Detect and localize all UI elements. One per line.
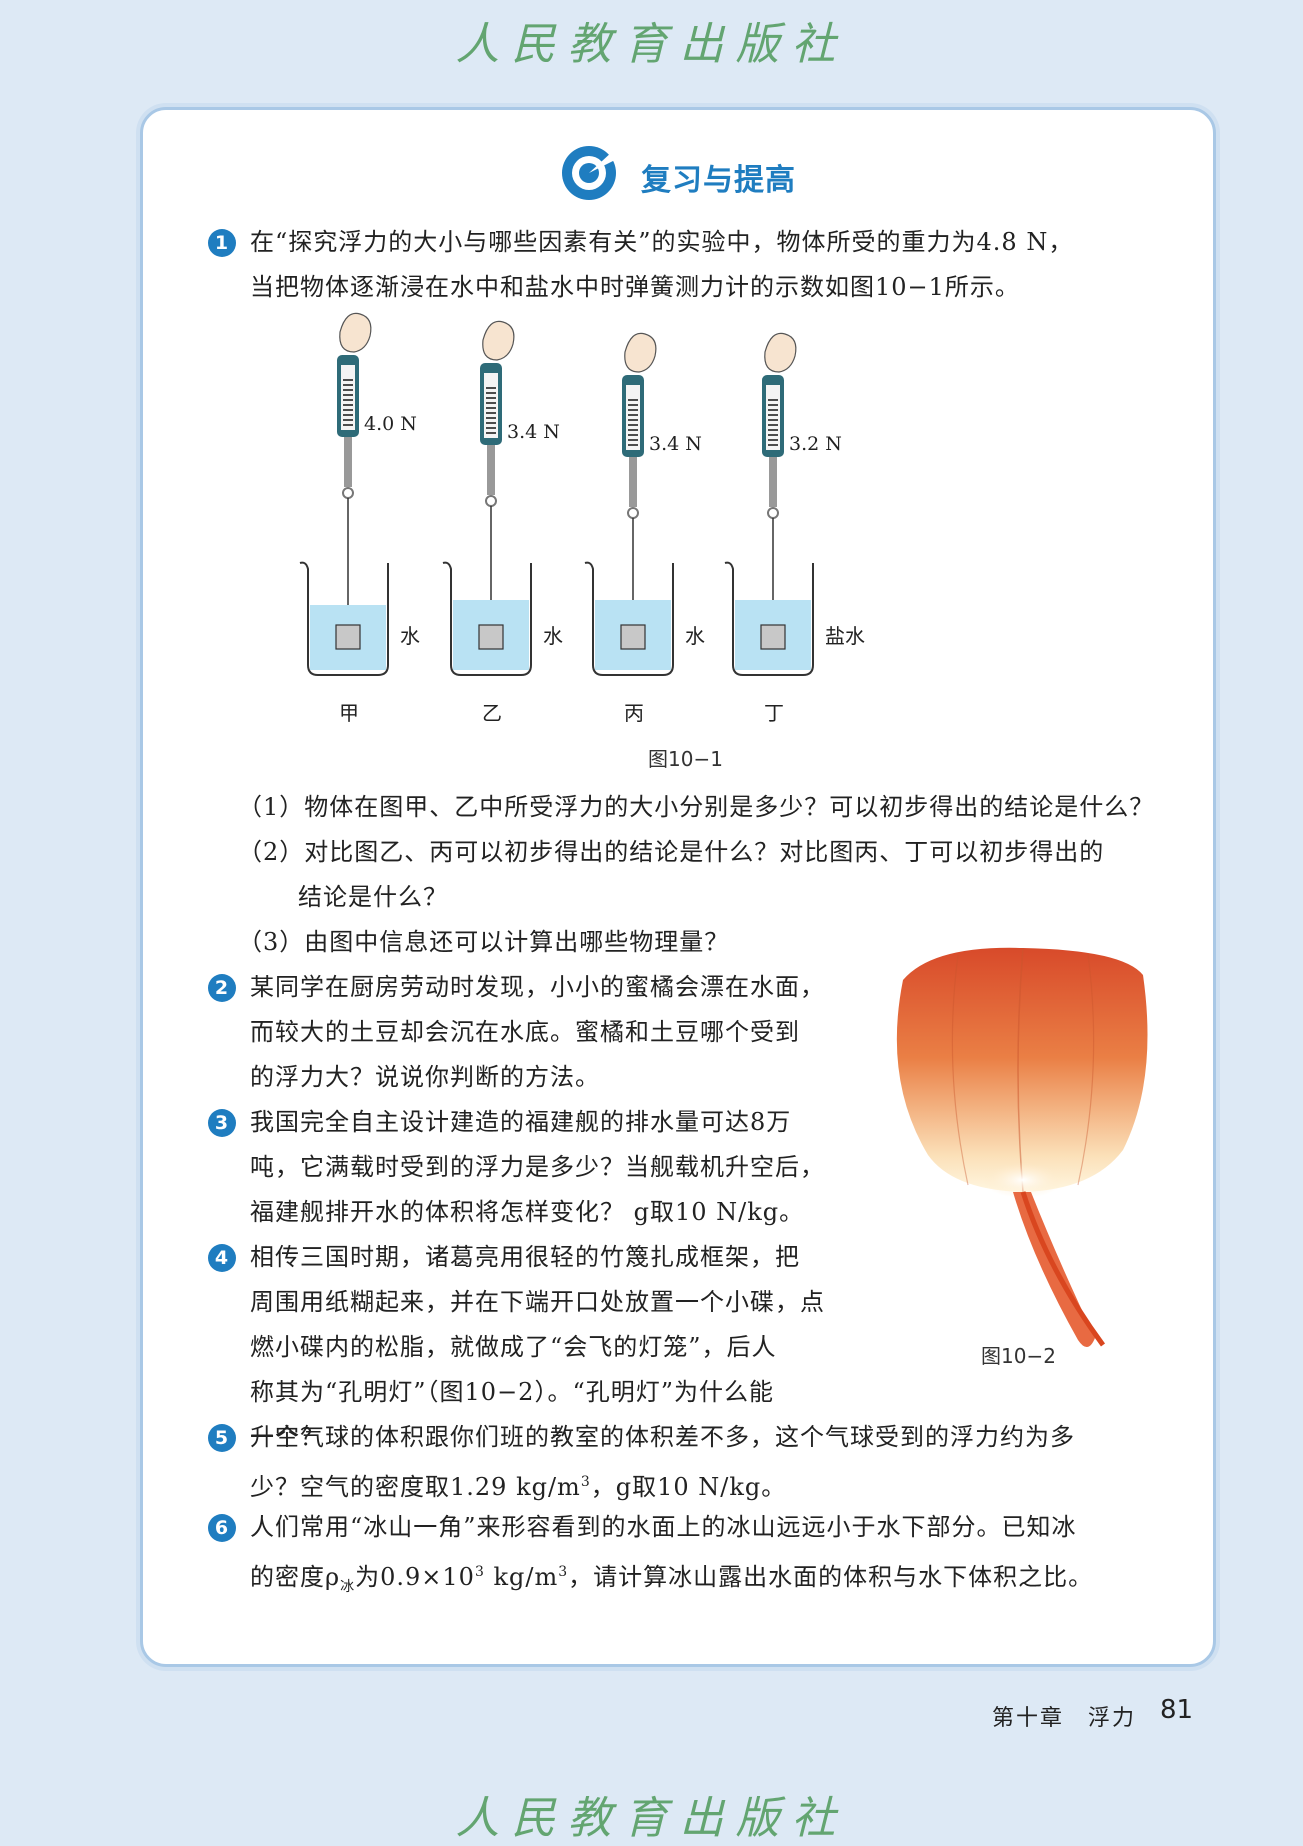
scale-reading: 3.2 N	[789, 433, 842, 455]
q4-line5: 升空？	[250, 1423, 325, 1451]
hand-icon	[764, 332, 797, 373]
hand-icon	[339, 312, 372, 353]
q5-line2-b: ，g取10 N/kg。	[590, 1473, 787, 1501]
q4-line4: 称其为“孔明灯”（图10−2）。“孔明灯”为什么能	[250, 1378, 774, 1406]
q6-line2: 的密度ρ冰为0.9×103 kg/m3，请计算冰山露出水面的体积与水下体积之比。	[250, 1550, 1093, 1610]
q1-sub2-line1: （2）对比图乙、丙可以初步得出的结论是什么？对比图丙、丁可以初步得出的	[238, 838, 1105, 866]
beaker-outline	[724, 561, 814, 676]
q5-line2: 少？空气的密度取1.29 kg/m3，g取10 N/kg。	[250, 1460, 786, 1510]
q5-line2-sup: 3	[580, 1474, 591, 1490]
question-number-2: 2	[208, 974, 236, 1002]
q4-line1: 相传三国时期，诸葛亮用很轻的竹篾扎成框架，把	[250, 1243, 800, 1271]
figure-10-1: 4.0 N 水甲 3.4 N 水乙 3.4 N 水丙 3.2 N 盐水丁	[299, 312, 865, 725]
liquid-label: 盐水	[825, 624, 865, 648]
spring-scale-dial	[341, 365, 355, 430]
q1-line1: 在“探究浮力的大小与哪些因素有关”的实验中，物体所受的重力为4.8 N，	[250, 228, 1074, 256]
scale-rod	[629, 457, 637, 507]
spring-scale-panel: 3.2 N 盐水丁	[724, 332, 865, 725]
spring-scale-dial	[626, 385, 640, 450]
q6-line2-sub: 冰	[340, 1578, 356, 1595]
question-number-5: 5	[208, 1424, 236, 1452]
liquid-label: 水	[543, 624, 563, 648]
kongming-lantern-illustration	[896, 947, 1148, 1348]
panel-label: 丙	[624, 701, 644, 725]
q2-line2: 而较大的土豆却会沉在水底。蜜橘和土豆哪个受到	[250, 1018, 800, 1046]
beaker-outline	[442, 561, 532, 676]
q6-line2-sup2: 3	[558, 1564, 569, 1580]
hand-icon	[482, 320, 515, 361]
scale-hook	[627, 507, 639, 519]
q1-sub2-line2: 结论是什么？	[298, 883, 448, 911]
q6-line2-d: ，请计算冰山露出水面的体积与水下体积之比。	[568, 1563, 1094, 1591]
q5-line1: 一个气球的体积跟你们班的教室的体积差不多，这个气球受到的浮力约为多	[250, 1423, 1075, 1451]
publisher-watermark-bottom: 人民教育出版社	[455, 1793, 848, 1844]
q6-line2-a: 的密度ρ	[250, 1563, 341, 1591]
panel-label: 甲	[339, 701, 359, 725]
q1-sub3: （3）由图中信息还可以计算出哪些物理量？	[238, 928, 730, 956]
q3-line3: 福建舰排开水的体积将怎样变化？ g取10 N/kg。	[250, 1198, 805, 1226]
question-number-3: 3	[208, 1109, 236, 1137]
chapter-footer: 第十章 浮力	[992, 1706, 1137, 1731]
hand-icon	[624, 332, 657, 373]
question-number-1: 1	[208, 229, 236, 257]
scale-rod	[487, 445, 495, 495]
q1-sub1: （1）物体在图甲、乙中所受浮力的大小分别是多少？可以初步得出的结论是什么？	[238, 793, 1155, 821]
spring-scale-panel: 3.4 N 水丙	[584, 332, 705, 725]
q3-line1: 我国完全自主设计建造的福建舰的排水量可达8万	[250, 1108, 792, 1136]
beaker-outline	[299, 561, 389, 676]
submerged-block	[335, 624, 361, 650]
scale-hook	[485, 495, 497, 507]
submerged-block	[620, 624, 646, 650]
q6-line1: 人们常用“冰山一角”来形容看到的水面上的冰山远远小于水下部分。已知冰	[250, 1513, 1077, 1541]
liquid-label: 水	[685, 624, 705, 648]
figure-10-1-caption: 图10−1	[648, 747, 723, 771]
section-heading: 复习与提高	[143, 145, 1213, 205]
q2-line3: 的浮力大？说说你判断的方法。	[250, 1063, 600, 1091]
scale-reading: 3.4 N	[507, 421, 560, 443]
question-number-6: 6	[208, 1514, 236, 1542]
spring-scale-dial	[766, 385, 780, 450]
q6-line2-b: 为0.9×10	[355, 1563, 475, 1591]
scale-reading: 4.0 N	[364, 413, 417, 435]
spring-scale-dial	[484, 373, 498, 438]
target-icon	[562, 146, 617, 200]
scale-rod	[769, 457, 777, 507]
panel-label: 丁	[764, 701, 784, 725]
spring-scale-panel: 4.0 N 水甲	[299, 312, 420, 725]
scale-reading: 3.4 N	[649, 433, 702, 455]
panel-label: 乙	[482, 701, 502, 725]
page-number: 81	[1160, 1695, 1194, 1725]
q4-line2: 周围用纸糊起来，并在下端开口处放置一个小碟，点	[250, 1288, 825, 1316]
scale-hook	[342, 487, 354, 499]
q3-line2: 吨，它满载时受到的浮力是多少？当舰载机升空后，	[250, 1153, 825, 1181]
review-card: 复习与提高 1 在“探究浮力的大小与哪些因素有关”的实验中，物体所受的重力为4.…	[140, 107, 1216, 1667]
scale-hook	[767, 507, 779, 519]
q2-line1: 某同学在厨房劳动时发现，小小的蜜橘会漂在水面，	[250, 973, 825, 1001]
publisher-watermark-top: 人民教育出版社	[455, 19, 848, 70]
section-title: 复习与提高	[641, 163, 796, 198]
submerged-block	[760, 624, 786, 650]
scale-rod	[344, 437, 352, 487]
submerged-block	[478, 624, 504, 650]
beaker-outline	[584, 561, 674, 676]
q5-line2-a: 少？空气的密度取1.29 kg/m	[250, 1473, 581, 1501]
figure-10-2-caption: 图10−2	[981, 1344, 1056, 1368]
question-number-4: 4	[208, 1244, 236, 1272]
spring-scale-panel: 3.4 N 水乙	[442, 320, 563, 725]
liquid-label: 水	[400, 624, 420, 648]
q6-line2-c: kg/m	[484, 1563, 559, 1591]
q6-line2-sup1: 3	[474, 1564, 485, 1580]
q4-line3: 燃小碟内的松脂，就做成了“会飞的灯笼”，后人	[250, 1333, 777, 1361]
q1-line2: 当把物体逐渐浸在水中和盐水中时弹簧测力计的示数如图10−1所示。	[250, 273, 1020, 301]
